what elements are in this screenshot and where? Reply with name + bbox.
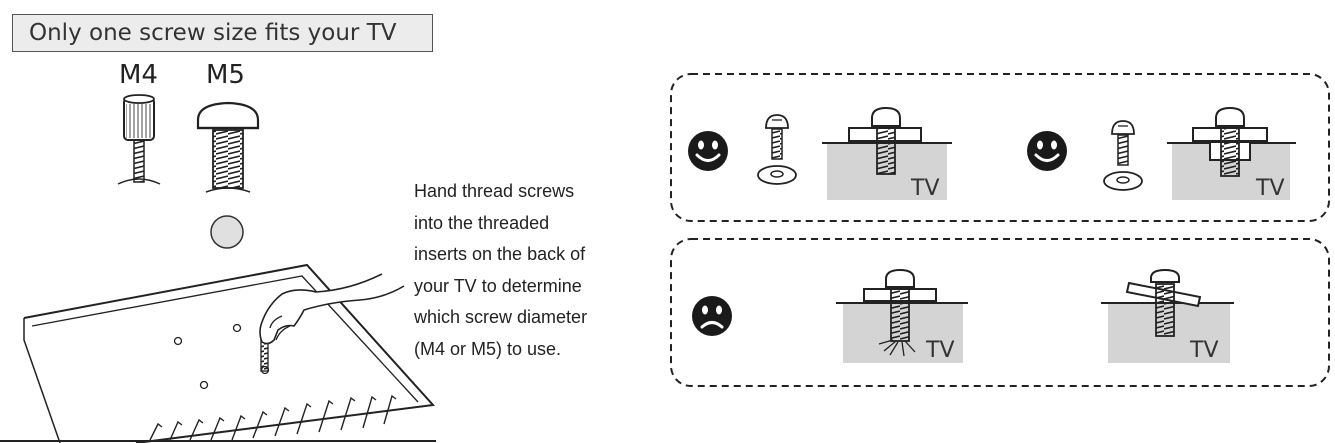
tv-label: TV [1255, 176, 1285, 201]
incorrect-examples-panel [670, 238, 1330, 387]
instruction-line: your TV to determine [414, 275, 582, 296]
m4-screw-icon [117, 94, 161, 185]
correct-mount-spacer-diagram: TV [1167, 106, 1296, 201]
instruction-line: (M4 or M5) to use. [414, 338, 562, 359]
instruction-line: inserts on the back of [414, 244, 586, 264]
screw-with-washer-icon [1103, 120, 1143, 191]
section-title: Only one screw size fits your TV [12, 14, 433, 52]
m5-screw-icon [196, 101, 260, 193]
instruction-line: Hand thread screws [414, 181, 575, 201]
instruction-line: into the threaded [414, 212, 550, 233]
instruction-text: Hand thread screws into the threaded ins… [414, 176, 624, 365]
correct-examples-panel [670, 73, 1330, 222]
m4-label: M4 [119, 60, 158, 90]
smiley-face-icon [1027, 131, 1067, 171]
tv-back-illustration [23, 263, 436, 443]
correct-mount-diagram: TV [822, 106, 952, 201]
instruction-line: which screw diameter [414, 307, 588, 327]
tv-label: TV [1189, 338, 1219, 363]
incorrect-screw-too-short-diagram: TV [1101, 268, 1234, 363]
incorrect-screw-too-long-diagram: TV [836, 268, 968, 363]
screw-with-washer-icon [757, 114, 797, 185]
tv-label: TV [925, 338, 955, 363]
m5-label: M5 [206, 60, 245, 90]
smiley-face-icon [688, 131, 728, 171]
frown-face-icon [692, 296, 732, 336]
insert-hole-icon [210, 215, 244, 249]
tv-label: TV [910, 176, 940, 201]
